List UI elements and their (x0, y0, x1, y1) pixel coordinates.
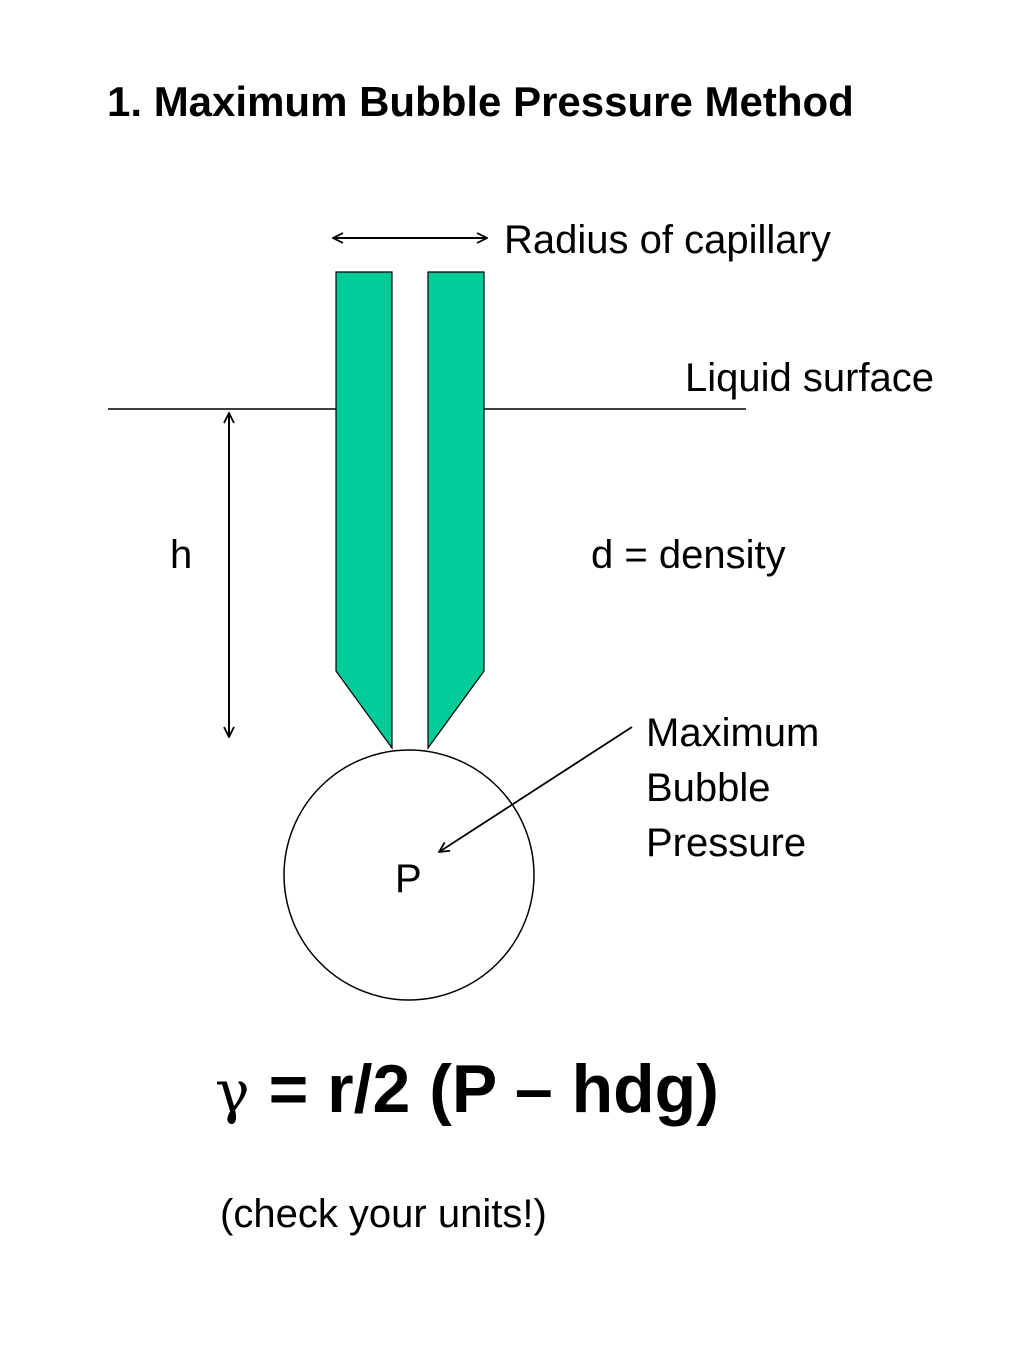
bubble (283, 749, 535, 1001)
capillary-left-wall (335, 271, 393, 750)
capillary-right-wall (427, 271, 485, 750)
max-bubble-pressure-line: Bubble (646, 766, 771, 810)
density-label: d = density (591, 533, 786, 577)
max-bubble-pressure-line: Pressure (646, 821, 807, 865)
max-bubble-pressure-label: Maximum Bubble Pressure (646, 706, 819, 871)
page-title: 1. Maximum Bubble Pressure Method (107, 78, 854, 125)
radius-label: Radius of capillary (504, 218, 831, 262)
max-bubble-pressure-line: Maximum (646, 711, 820, 755)
units-note: (check your units!) (220, 1192, 547, 1236)
gamma-symbol: γ (215, 1058, 250, 1126)
height-label: h (170, 533, 193, 577)
surface-tension-formula: γ = r/2 (P – hdg) (215, 1050, 719, 1128)
formula-expression: = r/2 (P – hdg) (249, 1051, 719, 1127)
pressure-label: P (395, 857, 422, 901)
pressure-pointer-arrow (439, 726, 633, 852)
liquid-surface-label: Liquid surface (685, 356, 935, 400)
